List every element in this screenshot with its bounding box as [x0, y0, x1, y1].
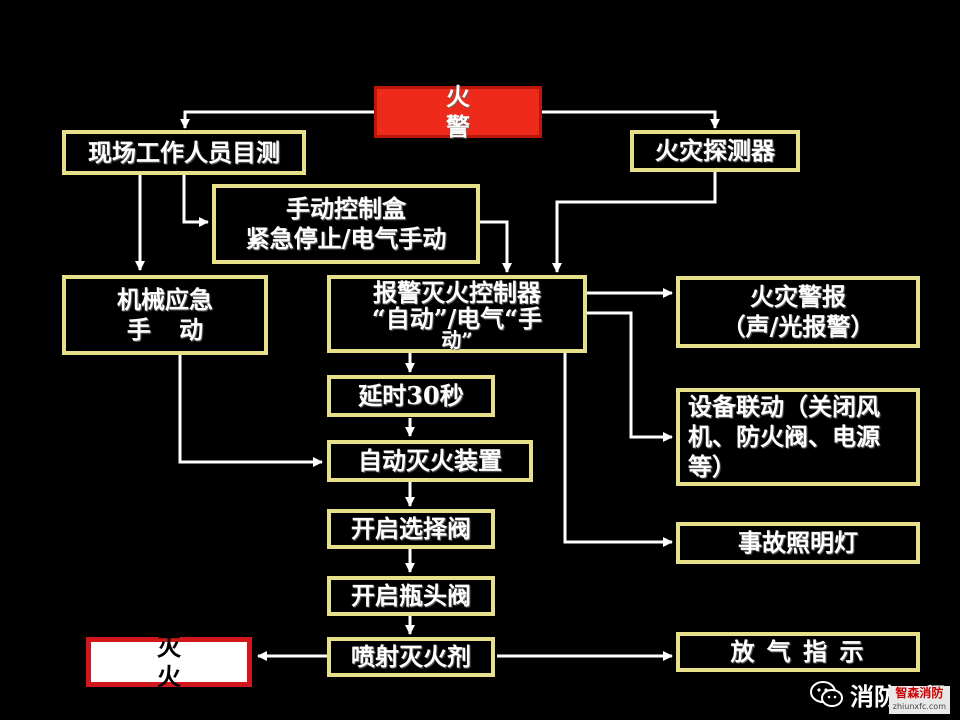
arrow-mechanical-to-device — [178, 354, 323, 467]
mechanical-line1: 机械应急 — [117, 285, 213, 314]
fire-warning-node: 火灾警报 （声/光报警） — [676, 276, 920, 348]
linkage-line1: 设备联动（关闭风 — [688, 392, 880, 421]
fire-detector-node: 火灾探测器 — [630, 130, 800, 172]
arrow-detector-to-controller — [552, 170, 717, 273]
auto-device-label: 自动灭火装置 — [358, 446, 502, 475]
wechat-icon — [810, 680, 843, 707]
visual-check-label: 现场工作人员目测 — [88, 137, 280, 167]
emergency-light-label: 事故照明灯 — [738, 528, 858, 557]
spray-agent-node: 喷射灭火剂 — [327, 637, 495, 677]
fire-detector-label: 火灾探测器 — [655, 136, 775, 165]
visual-check-node: 现场工作人员目测 — [62, 130, 306, 175]
manual-box-line1: 手动控制盒 — [286, 194, 406, 223]
open-selector-valve-node: 开启选择阀 — [327, 509, 495, 549]
delay-label: 延时30秒 — [358, 381, 464, 410]
fire-alarm-node: 火 警 — [374, 82, 542, 141]
fire-warning-line2: （声/光报警） — [721, 312, 875, 341]
arrow-alarm-to-visual — [180, 110, 374, 129]
watermark: 消防工程 智森消防 zhiunxfc.com — [810, 677, 950, 714]
gas-release-label: 放 气 指 示 — [730, 637, 866, 666]
auto-extinguishing-device-node: 自动灭火装置 — [327, 440, 533, 482]
alarm-controller-node: 报警灭火控制器 “自动”/电气“手 动” — [327, 275, 587, 353]
watermark-logo-sub: zhiunxfc.com — [892, 702, 946, 711]
manual-box-line2: 紧急停止/电气手动 — [245, 224, 447, 253]
extinguish-node: 灭 火 — [86, 632, 252, 691]
equipment-linkage-node: 设备联动（关闭风 机、防火阀、电源 等） — [676, 388, 920, 486]
arrow-manualbox-to-controller — [480, 220, 512, 273]
open-bottle-valve-node: 开启瓶头阀 — [327, 576, 495, 616]
linkage-line2: 机、防火阀、电源 — [688, 422, 880, 451]
mechanical-line2: 手 动 — [126, 315, 204, 344]
watermark-logo: 智森消防 zhiunxfc.com — [888, 686, 950, 714]
manual-control-box-node: 手动控制盒 紧急停止/电气手动 — [212, 184, 480, 264]
arrow-alarm-to-detector — [542, 110, 720, 129]
arrow-controller-to-light — [563, 352, 673, 547]
controller-line3: 动” — [441, 328, 473, 352]
arrow-controller-to-linkage — [586, 311, 673, 442]
watermark-logo-text: 智森消防 — [895, 686, 944, 700]
arrow-visual-to-manualbox — [182, 174, 209, 227]
controller-line2: “自动”/电气“手 — [371, 304, 543, 333]
gas-release-indicator-node: 放 气 指 示 — [676, 632, 920, 672]
fire-alarm-label: 火 警 — [446, 82, 498, 141]
mechanical-emergency-node: 机械应急 手 动 — [62, 275, 268, 355]
controller-line1: 报警灭火控制器 — [373, 278, 541, 307]
emergency-light-node: 事故照明灯 — [676, 522, 920, 564]
spray-agent-label: 喷射灭火剂 — [351, 642, 471, 671]
linkage-line3: 等） — [688, 452, 736, 481]
fire-warning-line1: 火灾警报 — [750, 282, 846, 311]
open-bottle-valve-label: 开启瓶头阀 — [351, 581, 471, 610]
open-select-valve-label: 开启选择阀 — [351, 514, 471, 543]
extinguish-label: 灭 火 — [157, 632, 211, 691]
delay-node: 延时30秒 — [327, 375, 495, 417]
